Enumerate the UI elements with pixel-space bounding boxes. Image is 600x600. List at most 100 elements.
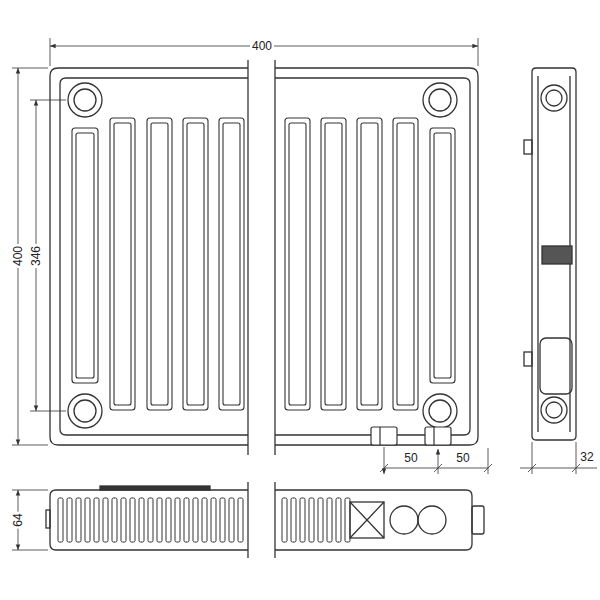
bottom-view-part bbox=[350, 502, 384, 538]
convector-fins-part bbox=[94, 498, 99, 542]
panel-slots-part bbox=[183, 118, 208, 410]
bottom-view bbox=[46, 482, 484, 558]
convector-fins-part bbox=[112, 498, 117, 542]
dimension-lines-part bbox=[12, 550, 48, 551]
convector-fins-part bbox=[130, 498, 135, 542]
front-view-part bbox=[275, 78, 470, 435]
side-view-part bbox=[537, 76, 538, 432]
connection-circles-part bbox=[429, 400, 451, 422]
connection-circles-part bbox=[68, 394, 102, 428]
bottom-view-part bbox=[390, 506, 418, 534]
valve-fittings-part bbox=[379, 427, 380, 445]
convector-fins-part bbox=[282, 498, 287, 542]
dimension-lines-part bbox=[30, 100, 66, 101]
panel-slots-part bbox=[219, 118, 244, 410]
convector-fins-part bbox=[238, 498, 243, 542]
bottom-view-part bbox=[350, 502, 384, 538]
connection-offset-dimension: 50 bbox=[402, 452, 419, 465]
panel-slots-part bbox=[393, 118, 418, 410]
front-view-part bbox=[60, 78, 248, 435]
panel-slots-part bbox=[110, 118, 135, 410]
panel-slots-part bbox=[76, 133, 94, 378]
side-view-part bbox=[524, 352, 532, 366]
side-view-part bbox=[540, 338, 572, 394]
dimension-lines-part bbox=[12, 68, 48, 69]
convector-fins bbox=[58, 498, 350, 542]
valve-fittings-part bbox=[433, 427, 434, 445]
panel-slots-part bbox=[357, 118, 382, 410]
dimension-lines-part bbox=[434, 464, 442, 472]
convector-fins-part bbox=[291, 498, 296, 542]
convector-fins-part bbox=[202, 498, 207, 542]
connection-circles-part bbox=[74, 400, 96, 422]
side-view-part bbox=[542, 246, 572, 264]
connection-circles-part bbox=[423, 394, 457, 428]
panel-slots-part bbox=[361, 123, 378, 405]
side-view bbox=[524, 68, 576, 440]
bottom-view-part bbox=[46, 510, 50, 528]
bottom-view-part bbox=[472, 506, 484, 534]
dimension-lines-part bbox=[438, 449, 439, 474]
panel-slots-part bbox=[397, 123, 414, 405]
panel-slots-part bbox=[434, 133, 451, 378]
front-view-part bbox=[274, 60, 275, 455]
dimension-lines-part bbox=[532, 442, 533, 474]
bottom-view-part bbox=[350, 502, 384, 538]
convector-fins-part bbox=[76, 498, 81, 542]
convector-fins-part bbox=[229, 498, 234, 542]
bottom-view-part bbox=[50, 490, 248, 550]
valve-fittings-part bbox=[425, 427, 451, 445]
dimension-lines-part bbox=[488, 448, 489, 474]
overall-depth-dimension: 64 bbox=[12, 511, 25, 528]
side-view-part bbox=[524, 140, 532, 154]
overall-height-dimension: 400 bbox=[12, 244, 25, 268]
panel-slots-part bbox=[325, 123, 342, 405]
convector-fins-part bbox=[85, 498, 90, 542]
front-view-part bbox=[247, 60, 248, 455]
connection-offset-dimension: 50 bbox=[454, 452, 471, 465]
convector-fins-part bbox=[184, 498, 189, 542]
front-view-part bbox=[275, 68, 478, 445]
connection-depth-dimension: 32 bbox=[578, 451, 595, 464]
convector-fins-part bbox=[67, 498, 72, 542]
bottom-view-part bbox=[247, 482, 248, 558]
valve-fittings bbox=[371, 427, 451, 445]
dimension-lines-part bbox=[12, 445, 48, 446]
connection-spacing-dimension: 346 bbox=[30, 244, 43, 268]
front-view-part bbox=[50, 68, 248, 445]
convector-fins-part bbox=[327, 498, 332, 542]
bottom-view-part bbox=[100, 486, 210, 490]
dimension-lines-part bbox=[380, 464, 388, 472]
side-view-part bbox=[546, 402, 562, 418]
side-view-part bbox=[546, 90, 562, 106]
panel-slots-part bbox=[223, 123, 240, 405]
convector-fins-part bbox=[166, 498, 171, 542]
panel-slots-part bbox=[72, 128, 98, 383]
dimension-lines-part bbox=[12, 490, 48, 491]
connection-circles-part bbox=[74, 89, 96, 111]
connection-circles bbox=[68, 83, 457, 428]
panel-slots-part bbox=[321, 118, 346, 410]
convector-fins-part bbox=[157, 498, 162, 542]
bottom-view-part bbox=[274, 482, 275, 558]
dimension-lines-part bbox=[484, 464, 492, 472]
convector-fins-part bbox=[300, 498, 305, 542]
dimension-lines-part bbox=[478, 38, 479, 66]
convector-fins-part bbox=[175, 498, 180, 542]
convector-fins-part bbox=[103, 498, 108, 542]
convector-fins-part bbox=[148, 498, 153, 542]
panel-slots-part bbox=[147, 118, 172, 410]
convector-fins-part bbox=[220, 498, 225, 542]
dimension-lines-part bbox=[572, 464, 580, 472]
dimension-lines-part bbox=[384, 468, 488, 469]
valve-fittings-part bbox=[371, 427, 397, 445]
panel-slots-part bbox=[285, 118, 310, 410]
convector-fins-part bbox=[58, 498, 63, 542]
panel-slots-part bbox=[289, 123, 306, 405]
dimension-lines-part bbox=[576, 442, 577, 474]
overall-width-dimension: 400 bbox=[250, 40, 274, 53]
convector-fins-part bbox=[211, 498, 216, 542]
panel-slots-part bbox=[430, 128, 455, 383]
